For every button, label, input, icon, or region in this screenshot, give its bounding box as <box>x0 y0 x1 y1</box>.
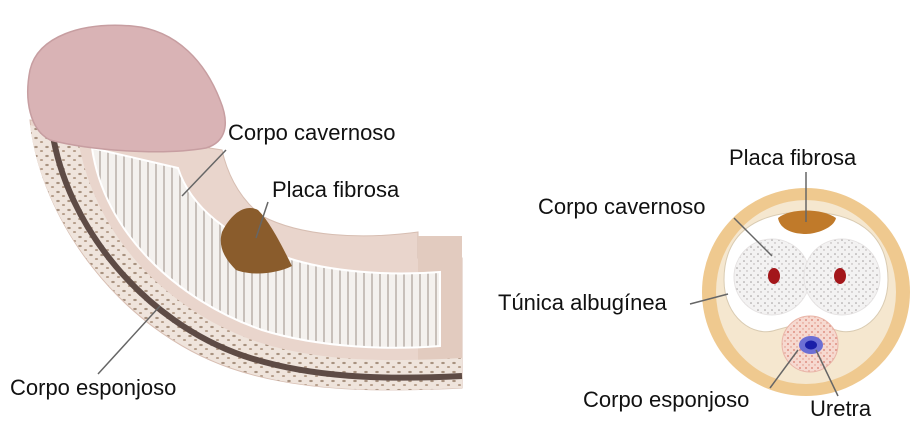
label-uretra-right: Uretra <box>810 396 872 421</box>
label-corpo-esponjoso-left: Corpo esponjoso <box>10 375 176 400</box>
right-cavernous-artery <box>834 268 846 284</box>
label-placa-fibrosa-right: Placa fibrosa <box>729 145 857 170</box>
label-corpo-cavernoso-left: Corpo cavernoso <box>228 120 396 145</box>
label-placa-fibrosa-left: Placa fibrosa <box>272 177 400 202</box>
glans <box>28 25 225 151</box>
label-corpo-esponjoso-right: Corpo esponjoso <box>583 387 749 412</box>
left-longitudinal-diagram: Corpo cavernoso Placa fibrosa Corpo espo… <box>10 25 462 400</box>
label-tunica-albuginea-right: Túnica albugínea <box>498 290 668 315</box>
leader-corpo-esponjoso-left <box>98 306 160 374</box>
label-corpo-cavernoso-right: Corpo cavernoso <box>538 194 706 219</box>
urethra-core <box>805 341 817 350</box>
right-cross-section-diagram: Placa fibrosa Corpo cavernoso Túnica alb… <box>498 145 910 421</box>
left-cavernous-artery <box>768 268 780 284</box>
